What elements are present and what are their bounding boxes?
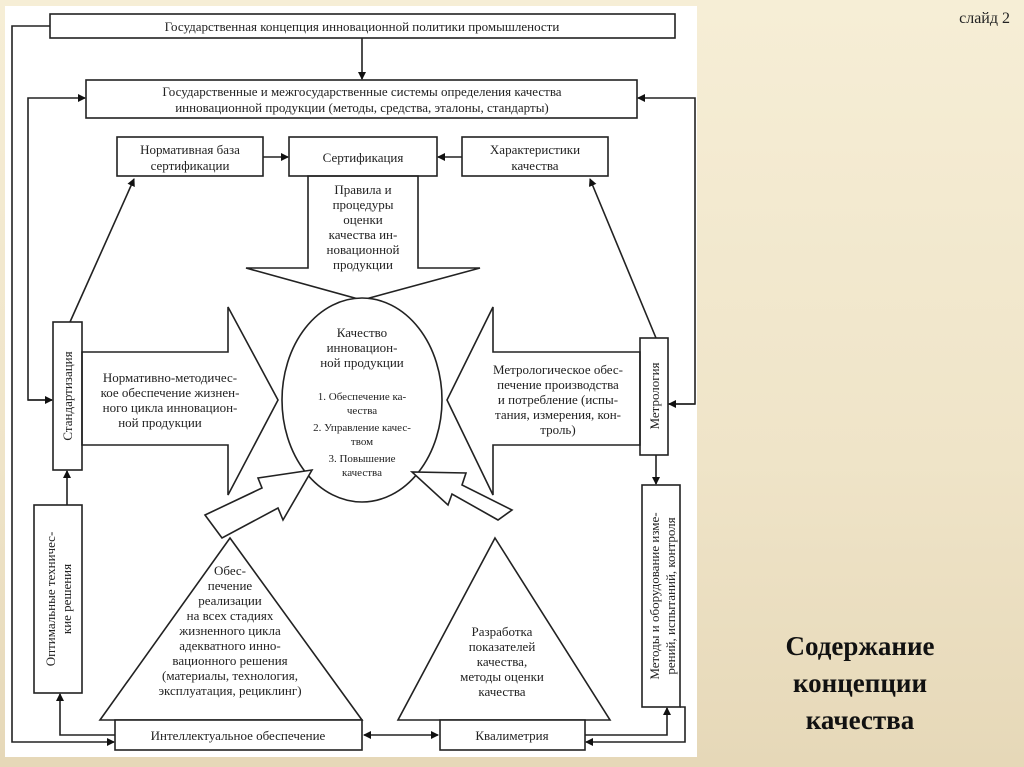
connector-arrow xyxy=(588,178,657,339)
left-triangle-label: жизненного цикла xyxy=(178,623,281,638)
metro-label: троль) xyxy=(540,422,575,437)
norm-method-label: ной продукции xyxy=(118,415,202,430)
connector-arrow xyxy=(585,707,671,736)
top-box xyxy=(49,13,676,39)
left-triangle-label: на всех стадиях xyxy=(187,608,274,623)
quality-chars-label: качества xyxy=(511,158,558,173)
methods-label: Методы и оборудование изме- xyxy=(647,512,662,679)
connector-arrow xyxy=(69,178,135,323)
rules-label: качества ин- xyxy=(329,227,398,242)
right-small-arrow xyxy=(409,471,514,521)
slide-number: слайд 2 xyxy=(959,10,1010,27)
certification-label: Сертификация xyxy=(323,150,404,165)
norm-base-label: сертификации xyxy=(151,158,230,173)
norm-base-box xyxy=(116,136,264,177)
left-triangle-label: Обес- xyxy=(214,563,246,578)
intellectual-label: Интеллектуальное обеспечение xyxy=(151,728,326,743)
optimal-label: Оптимальные техничес- xyxy=(43,532,58,667)
slide-title: Содержание концепции качества xyxy=(740,628,980,739)
title-line: концепции xyxy=(792,668,928,698)
rules-arrow xyxy=(245,175,481,301)
right-triangle-label: качества, xyxy=(477,654,527,669)
center-list-item: 3. Повышение xyxy=(328,453,395,465)
left-triangle-label: реализации xyxy=(198,593,262,608)
center-list-item: 2. Управление качес- xyxy=(313,422,411,434)
right-triangle-label: Разработка xyxy=(472,624,533,639)
center-title: инновацион- xyxy=(327,340,398,355)
left-triangle-label: вационного решения xyxy=(172,653,287,668)
left-triangle-label: эксплуатация, рециклинг) xyxy=(158,683,301,698)
standardization-box xyxy=(52,321,83,471)
center-title: Качество xyxy=(337,325,387,340)
center-ellipse xyxy=(281,297,443,503)
metro-label: Метрологическое обес- xyxy=(493,362,623,377)
title-line: Содержание xyxy=(785,631,935,661)
systems-label-line: инновационной продукции (методы, средств… xyxy=(175,100,549,115)
norm-method-label: кое обеспечение жизнен- xyxy=(101,385,240,400)
center-list-item: качества xyxy=(342,467,382,479)
metro-label: печение производства xyxy=(497,377,619,392)
norm-method-label: ного цикла инновацион- xyxy=(103,400,238,415)
left-triangle-label: (материалы, технология, xyxy=(162,668,298,683)
right-triangle-label: показателей xyxy=(469,639,536,654)
rules-label: Правила и xyxy=(334,182,391,197)
left-triangle-label: печение xyxy=(208,578,253,593)
metro-arrow xyxy=(446,306,641,496)
right-triangle-label: методы оценки xyxy=(460,669,544,684)
center-list-item: чества xyxy=(347,405,377,417)
norm-method-arrow xyxy=(81,306,279,496)
metro-label: тания, измерения, кон- xyxy=(495,407,621,422)
metrology-label: Метрология xyxy=(647,362,662,429)
norm-base-label: Нормативная база xyxy=(140,142,240,157)
connector-arrow xyxy=(11,25,115,746)
systems-label-line: Государственные и межгосударственные сис… xyxy=(162,84,561,99)
methods-label: рений, испытаний, контроля xyxy=(663,517,678,674)
top-box-label: Государственная концепция инновационной … xyxy=(165,19,560,34)
left-small-arrow xyxy=(203,468,314,540)
rules-label: новационной xyxy=(327,242,400,257)
qualimetry-box xyxy=(439,719,586,751)
center-list-item: 1. Обеспечение ка- xyxy=(318,391,407,403)
rules-label: процедуры xyxy=(333,197,394,212)
standardization-label: Стандартизация xyxy=(60,351,75,440)
norm-method-label: Нормативно-методичес- xyxy=(103,370,237,385)
connector-arrow xyxy=(585,706,686,746)
systems-box xyxy=(85,79,638,119)
qualimetry-label: Квалиметрия xyxy=(475,728,548,743)
metrology-box xyxy=(639,337,669,456)
intellectual-box xyxy=(114,719,363,751)
center-list-item: твом xyxy=(351,436,373,448)
rules-label: продукции xyxy=(333,257,393,272)
optimal-box xyxy=(33,504,83,694)
quality-chars-box xyxy=(461,136,609,177)
quality-chars-label: Характеристики xyxy=(490,142,580,157)
metro-label: и потребление (испы- xyxy=(498,392,618,407)
connector-arrow xyxy=(56,693,115,736)
left-triangle-label: адекватного инно- xyxy=(179,638,280,653)
title-line: качества xyxy=(805,705,915,735)
rules-label: оценки xyxy=(343,212,383,227)
center-title: ной продукции xyxy=(320,355,404,370)
methods-box xyxy=(641,484,681,708)
right-triangle-label: качества xyxy=(478,684,525,699)
optimal-label: кие решения xyxy=(59,564,74,634)
